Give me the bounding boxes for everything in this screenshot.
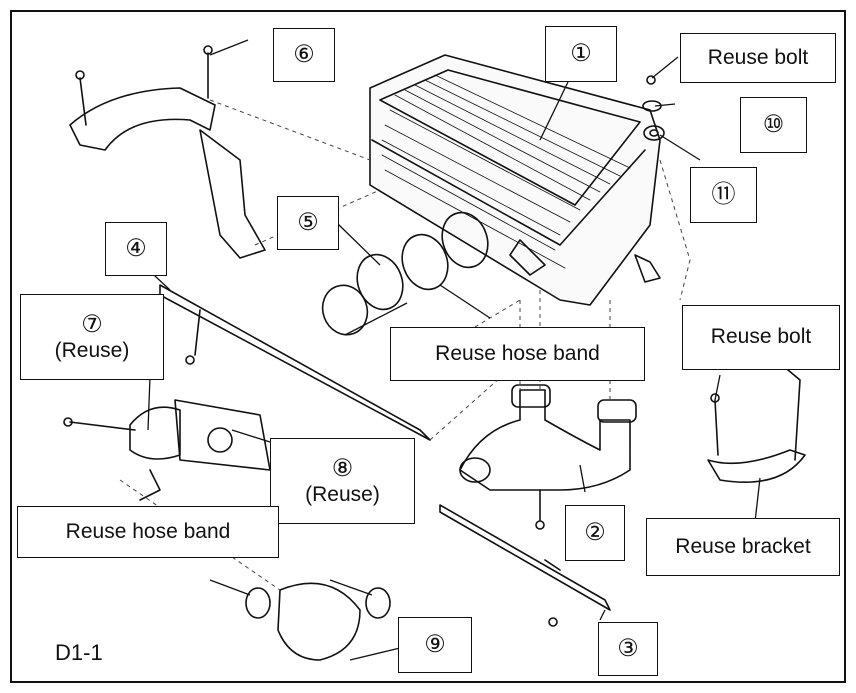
callout-3: ③ xyxy=(598,622,658,676)
callout-8-note: (Reuse) xyxy=(305,482,380,506)
upper-bracket xyxy=(69,45,266,259)
callout-5: ⑤ xyxy=(277,196,339,250)
y-pipe xyxy=(459,384,637,530)
lower-bar xyxy=(439,504,611,627)
callout-8-number: ⑧ xyxy=(331,455,354,483)
callout-10: ⑩ xyxy=(740,97,807,153)
callout-reuse-bolt-top: Reuse bolt xyxy=(680,33,836,83)
lower-hose xyxy=(245,582,391,661)
leader-lines xyxy=(139,39,761,661)
callout-7-note: (Reuse) xyxy=(54,338,130,362)
diagram-id-label: D1-1 xyxy=(55,640,103,665)
callout-1: ① xyxy=(545,26,617,82)
callout-9: ⑨ xyxy=(398,617,472,673)
callout-reuse-bolt-right: Reuse bolt xyxy=(682,305,840,370)
diagram-frame xyxy=(10,10,846,683)
callout-reuse-hose-band-low: Reuse hose band xyxy=(17,506,279,558)
intercooler-core xyxy=(369,54,661,306)
callout-6: ⑥ xyxy=(273,28,335,82)
callout-7-number: ⑦ xyxy=(81,311,103,339)
callout-11: ⑪ xyxy=(690,167,757,223)
callout-reuse-bracket: Reuse bracket xyxy=(646,518,840,576)
callout-7: ⑦ (Reuse) xyxy=(20,294,164,380)
callout-2: ② xyxy=(565,505,625,561)
callout-8: ⑧ (Reuse) xyxy=(270,438,415,524)
callout-4: ④ xyxy=(105,222,167,276)
callout-reuse-hose-band-mid: Reuse hose band xyxy=(390,327,645,381)
hose-set xyxy=(321,211,489,336)
